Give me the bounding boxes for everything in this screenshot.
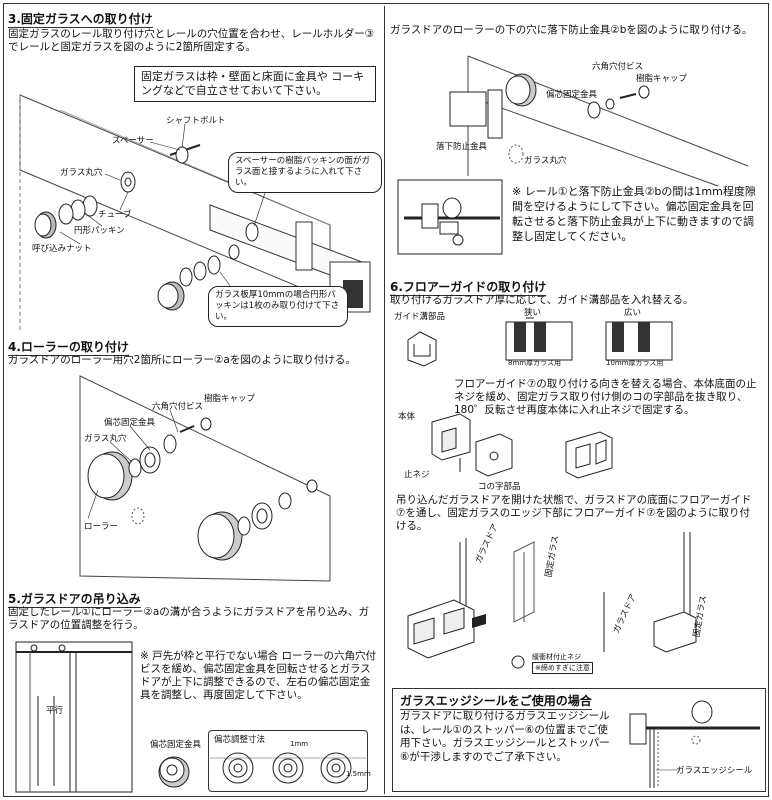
label-anti-fall: 落下防止金具	[436, 142, 488, 152]
label-round-packing: 円形パッキン	[74, 226, 125, 236]
sec6-title: 6.フロアーガイドの取り付け	[390, 280, 547, 296]
anti-fall-diagram	[449, 55, 749, 187]
column-divider	[384, 6, 385, 794]
label-roller: ローラー	[84, 522, 119, 532]
label-tighten: ※締めすぎに注意	[532, 662, 593, 674]
label-guide-part: ガイド溝部品	[394, 312, 446, 322]
guide-8mm-diagram	[505, 317, 573, 361]
label-buffer-screw: 緩衝材付止ネジ	[532, 653, 581, 661]
label-spacer: スペーサー	[112, 136, 154, 146]
label-hex-screw: 六角穴付ビス	[152, 402, 204, 412]
label-nut: 呼び込みナット	[32, 244, 92, 254]
sec5-title: 5.ガラスドアの吊り込み	[8, 592, 141, 608]
label-dim2: 1.5mm	[346, 770, 371, 778]
sec5-eccentric-icon	[158, 756, 190, 788]
adjust-diagram	[210, 752, 366, 784]
label-hex-screw-r: 六角穴付ビス	[592, 62, 644, 72]
sec3-title: 3.固定ガラスへの取り付け	[8, 12, 153, 28]
sec5-desc: 固定したレール①にローラー②aの溝が合うようにガラスドアを吊り込み、ガラスドアの…	[8, 606, 370, 631]
sec3-bubble-spacer: スペーサーの樹脂パッキンの面がガラス面と接するように入れて下さい。	[228, 152, 382, 193]
sec3-bubble-thickness: ガラス板厚10mmの場合円形パッキンは1枚のみ取り付けて下さい。	[208, 286, 348, 327]
label-glass-hole: ガラス丸穴	[60, 168, 103, 178]
label-tube: チューブ	[98, 210, 132, 220]
label-eccentric-r: 偏芯固定金具	[546, 90, 598, 100]
sec6-desc: 取り付けるガラスドア厚に応じて、ガイド溝部品を入れ替える。	[390, 294, 694, 306]
sec3-desc: 固定ガラスのレール取り付け穴とレールの穴位置を合わせ、レールホルダー③でレールと…	[8, 28, 375, 53]
sec6-direction: フロアーガイド⑦の取り付ける向きを替える場合、本体底面の止ネジを緩め、固定ガラス…	[454, 378, 757, 416]
sec6-hang: 吊り込んだガラスドアを開けた状態で、ガラスドアの底面にフロアーガイド⑦を通し、固…	[396, 494, 752, 532]
right-top-desc: ガラスドアのローラーの下の穴に落下防止金具②bを図のように取り付ける。	[390, 24, 753, 36]
label-shaft-bolt: シャフトボルト	[166, 116, 226, 126]
edge-seal-text: ガラスドアに取り付けるガラスエッジシールは、レール①のストッパー⑥の位置までご使…	[400, 710, 610, 763]
guide-part-icon	[407, 331, 437, 367]
label-parallel: 平行	[46, 706, 64, 716]
sec3-note-box: 固定ガラスは枠・壁面と床面に金具や コーキングなどで自立させておいて下さい。	[134, 66, 376, 102]
edge-seal-title: ガラスエッジシールをご使用の場合	[400, 694, 592, 710]
label-body: 本体	[398, 412, 416, 422]
label-stop-screw: 止ネジ	[404, 470, 430, 480]
label-resin-cap-r: 樹脂キャップ	[636, 74, 688, 84]
floor-guide-exploded	[431, 413, 613, 479]
label-glass10: 10mm厚ガラス用	[606, 359, 664, 367]
label-adjust: 偏芯調整寸法	[214, 735, 266, 745]
label-glass-hole-r: ガラス丸穴	[524, 156, 567, 166]
label-dim1: 1mm	[290, 740, 309, 748]
label-edge-seal: ガラスエッジシール	[676, 766, 753, 776]
label-resin-cap: 樹脂キャップ	[204, 394, 256, 404]
label-u-part: コの字部品	[478, 482, 521, 492]
guide-10mm-diagram	[605, 321, 673, 361]
sec5-note: ※ 戸先が枠と平行でない場合 ローラーの六角穴付ビスを緩め、偏芯固定金具を回転さ…	[140, 650, 376, 701]
sec4-diagram	[79, 375, 331, 582]
sec4-desc: ガラスドアのローラー用穴2箇所にローラー②aを図のように取り付ける。	[8, 354, 356, 366]
label-wide: 広い	[624, 308, 642, 318]
label-glass8: 8mm厚ガラス用	[508, 359, 561, 367]
label-glass-hole-4: ガラス丸穴	[84, 434, 127, 444]
sec4-title: 4.ローラーの取り付け	[8, 340, 129, 356]
label-eccentric-5: 偏芯固定金具	[150, 740, 202, 750]
label-narrow: 狭い	[524, 308, 542, 318]
floor-guide-install	[407, 532, 697, 669]
label-eccentric: 偏芯固定金具	[104, 418, 156, 428]
gap-diagram	[397, 179, 503, 255]
sec5-door-diagram	[15, 641, 133, 793]
edge-seal-diagram	[629, 700, 760, 788]
anti-fall-note: ※ レール①と落下防止金具②bの間は1mm程度隙間を空けるようにして下さい。偏芯…	[512, 185, 756, 243]
